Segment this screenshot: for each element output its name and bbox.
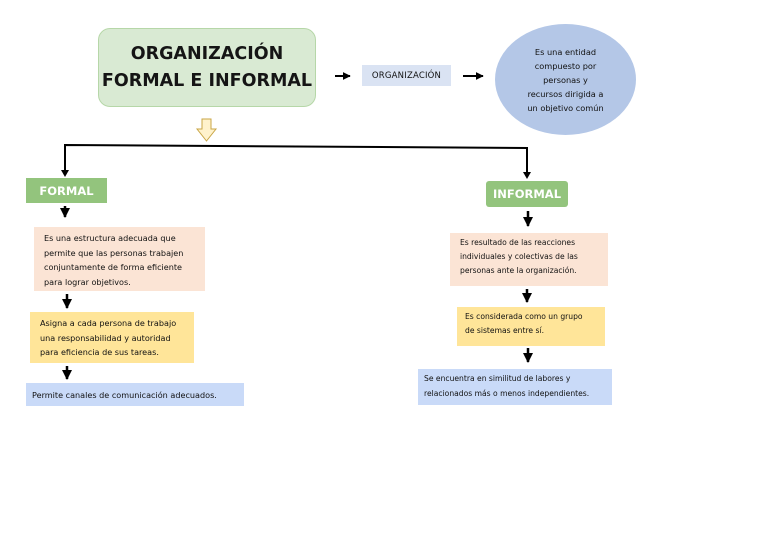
informal-item-2-line: Es considerada como un grupo [465, 312, 583, 321]
title-line-2: FORMAL E INFORMAL [101, 70, 313, 91]
definition-line: recursos dirigida a [527, 88, 604, 99]
branch-connector [64, 143, 528, 174]
definition-line: un objetivo común [527, 102, 604, 113]
informal-item-3: Se encuentra en similitud de labores y r… [418, 369, 612, 405]
formal-heading-label: FORMAL [39, 183, 94, 198]
formal-item-1-line: para lograr objetivos. [44, 276, 131, 287]
formal-item-3: Permite canales de comunicación adecuado… [26, 383, 244, 406]
title-box: ORGANIZACIÓN FORMAL E INFORMAL [98, 28, 316, 107]
informal-item-1-line: individuales y colectivas de las [460, 252, 578, 261]
informal-item-3-line: relacionados más o menos independientes. [424, 388, 590, 398]
formal-item-2: Asigna a cada persona de trabajo una res… [30, 312, 194, 363]
formal-item-1: Es una estructura adecuada que permite q… [34, 227, 205, 291]
arrowhead-informal [523, 172, 531, 179]
informal-item-2: Es considerada como un grupo de sistemas… [457, 307, 605, 346]
definition-line: personas y [543, 74, 588, 85]
informal-item-1: Es resultado de las reacciones individua… [450, 233, 608, 286]
formal-item-1-line: permite que las personas trabajen [44, 247, 184, 258]
arrowhead-formal [61, 170, 69, 177]
definition-line: Es una entidad [534, 46, 597, 57]
informal-item-1-line: personas ante la organización. [460, 266, 577, 275]
formal-item-1-line: Es una estructura adecuada que [44, 233, 176, 243]
informal-item-3-line: Se encuentra en similitud de labores y [424, 374, 571, 383]
formal-item-2-line: para eficiencia de sus tareas. [40, 347, 159, 357]
hollow-down-arrow [195, 118, 218, 142]
formal-heading: FORMAL [26, 178, 107, 203]
formal-item-3-line: Permite canales de comunicación adecuado… [32, 390, 217, 400]
title-line-1: ORGANIZACIÓN [130, 43, 284, 64]
formal-item-2-line: una responsabilidad y autoridad [40, 332, 171, 343]
formal-item-1-line: conjuntamente de forma eficiente [44, 262, 183, 272]
informal-heading-label: INFORMAL [492, 187, 562, 201]
informal-item-1-line: Es resultado de las reacciones [460, 238, 576, 247]
formal-item-2-line: Asigna a cada persona de trabajo [40, 318, 177, 328]
definition-line: compuesto por [534, 60, 597, 71]
informal-item-2-line: de sistemas entre sí. [465, 326, 544, 335]
organizacion-label: ORGANIZACIÓN [371, 70, 442, 81]
organizacion-box: ORGANIZACIÓN [362, 65, 451, 86]
definition-ellipse: Es una entidad compuesto por personas y … [495, 24, 636, 135]
informal-heading: INFORMAL [486, 181, 568, 207]
